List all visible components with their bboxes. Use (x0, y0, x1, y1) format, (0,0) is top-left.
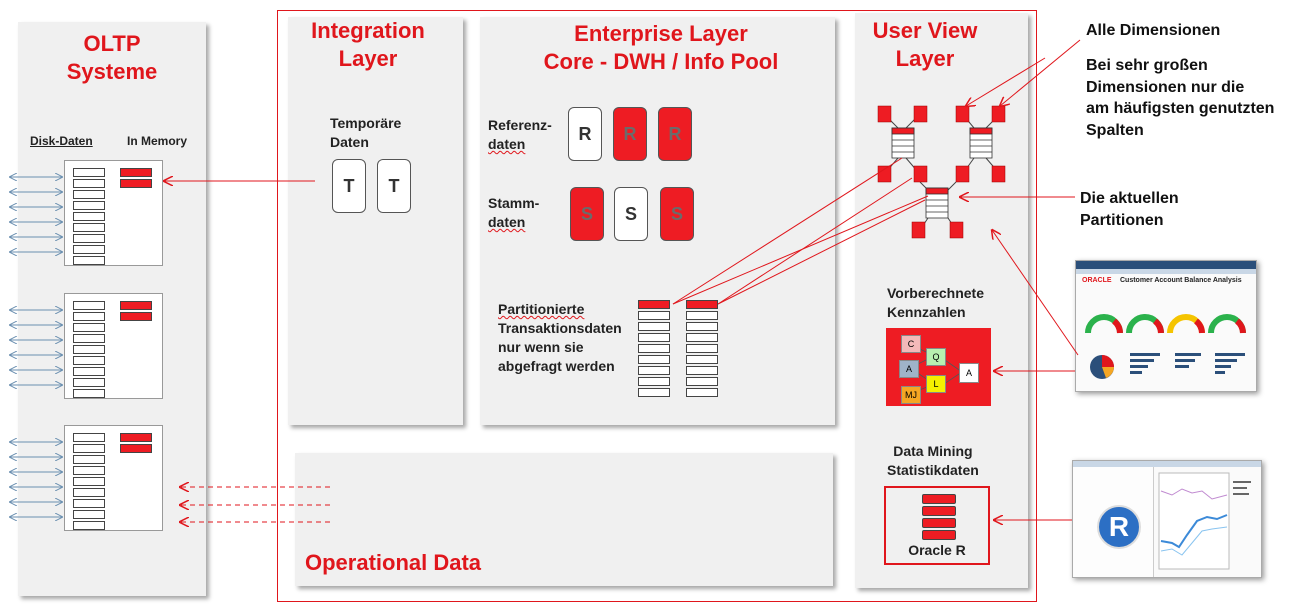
oltp-memory-rows (120, 168, 152, 190)
master-data-label: Stamm-daten (488, 195, 540, 230)
oracle-r-stack (922, 494, 956, 542)
operational-panel (295, 453, 833, 586)
r-plot (1158, 472, 1251, 570)
dashboard-gauges (1085, 314, 1246, 334)
ref-tile-1: R (568, 107, 602, 161)
dashboard-charts (1090, 353, 1245, 379)
r-screenshot: R (1072, 460, 1262, 578)
ref-tile-3: R (658, 107, 692, 161)
ref-tile-2: R (613, 107, 647, 161)
oltp-memory-rows (120, 433, 152, 455)
kpi-node-c: C (901, 335, 921, 353)
partition-stack-1 (638, 300, 670, 399)
reference-data-label: Referenz-daten (488, 117, 552, 152)
master-tile-1: S (570, 187, 604, 241)
kpi-node-l: L (926, 375, 946, 393)
oracle-r-label: Oracle R (908, 542, 966, 558)
annotation-all-dimensions: Alle Dimensionen (1086, 22, 1221, 39)
oltp-disk-rows (73, 168, 105, 267)
r-logo: R (1097, 505, 1141, 549)
oracle-r-box (884, 486, 990, 565)
dashboard-heading: Customer Account Balance Analysis (1120, 277, 1242, 284)
partition-stack-2 (686, 300, 718, 399)
master-tile-3: S (660, 187, 694, 241)
main-frame (277, 10, 1037, 602)
master-tile-2: S (614, 187, 648, 241)
temp-tile-1: T (332, 159, 366, 213)
oltp-disk-rows (73, 433, 105, 532)
kpi-node-q: Q (926, 348, 946, 366)
dashboard-brand: ORACLE (1082, 277, 1112, 284)
kpi-node-mj: MJ (901, 386, 921, 404)
kpi-node-a: A (899, 360, 919, 378)
temp-tile-2: T (377, 159, 411, 213)
oltp-memory-rows (120, 301, 152, 323)
in-memory-label: In Memory (127, 134, 188, 148)
dashboard-screenshot: ORACLE Customer Account Balance Analysis (1075, 260, 1257, 392)
star-schema-diagram (877, 105, 1006, 239)
oltp-disk-rows (73, 301, 105, 400)
kpi-node-a2: A (959, 363, 979, 383)
disk-data-label: Disk-Daten (30, 134, 93, 148)
integration-panel (288, 17, 463, 425)
partitioned-data-label: Partitionierte Transaktionsdaten nur wen… (498, 301, 622, 374)
operational-title: Operational Data (305, 550, 482, 575)
